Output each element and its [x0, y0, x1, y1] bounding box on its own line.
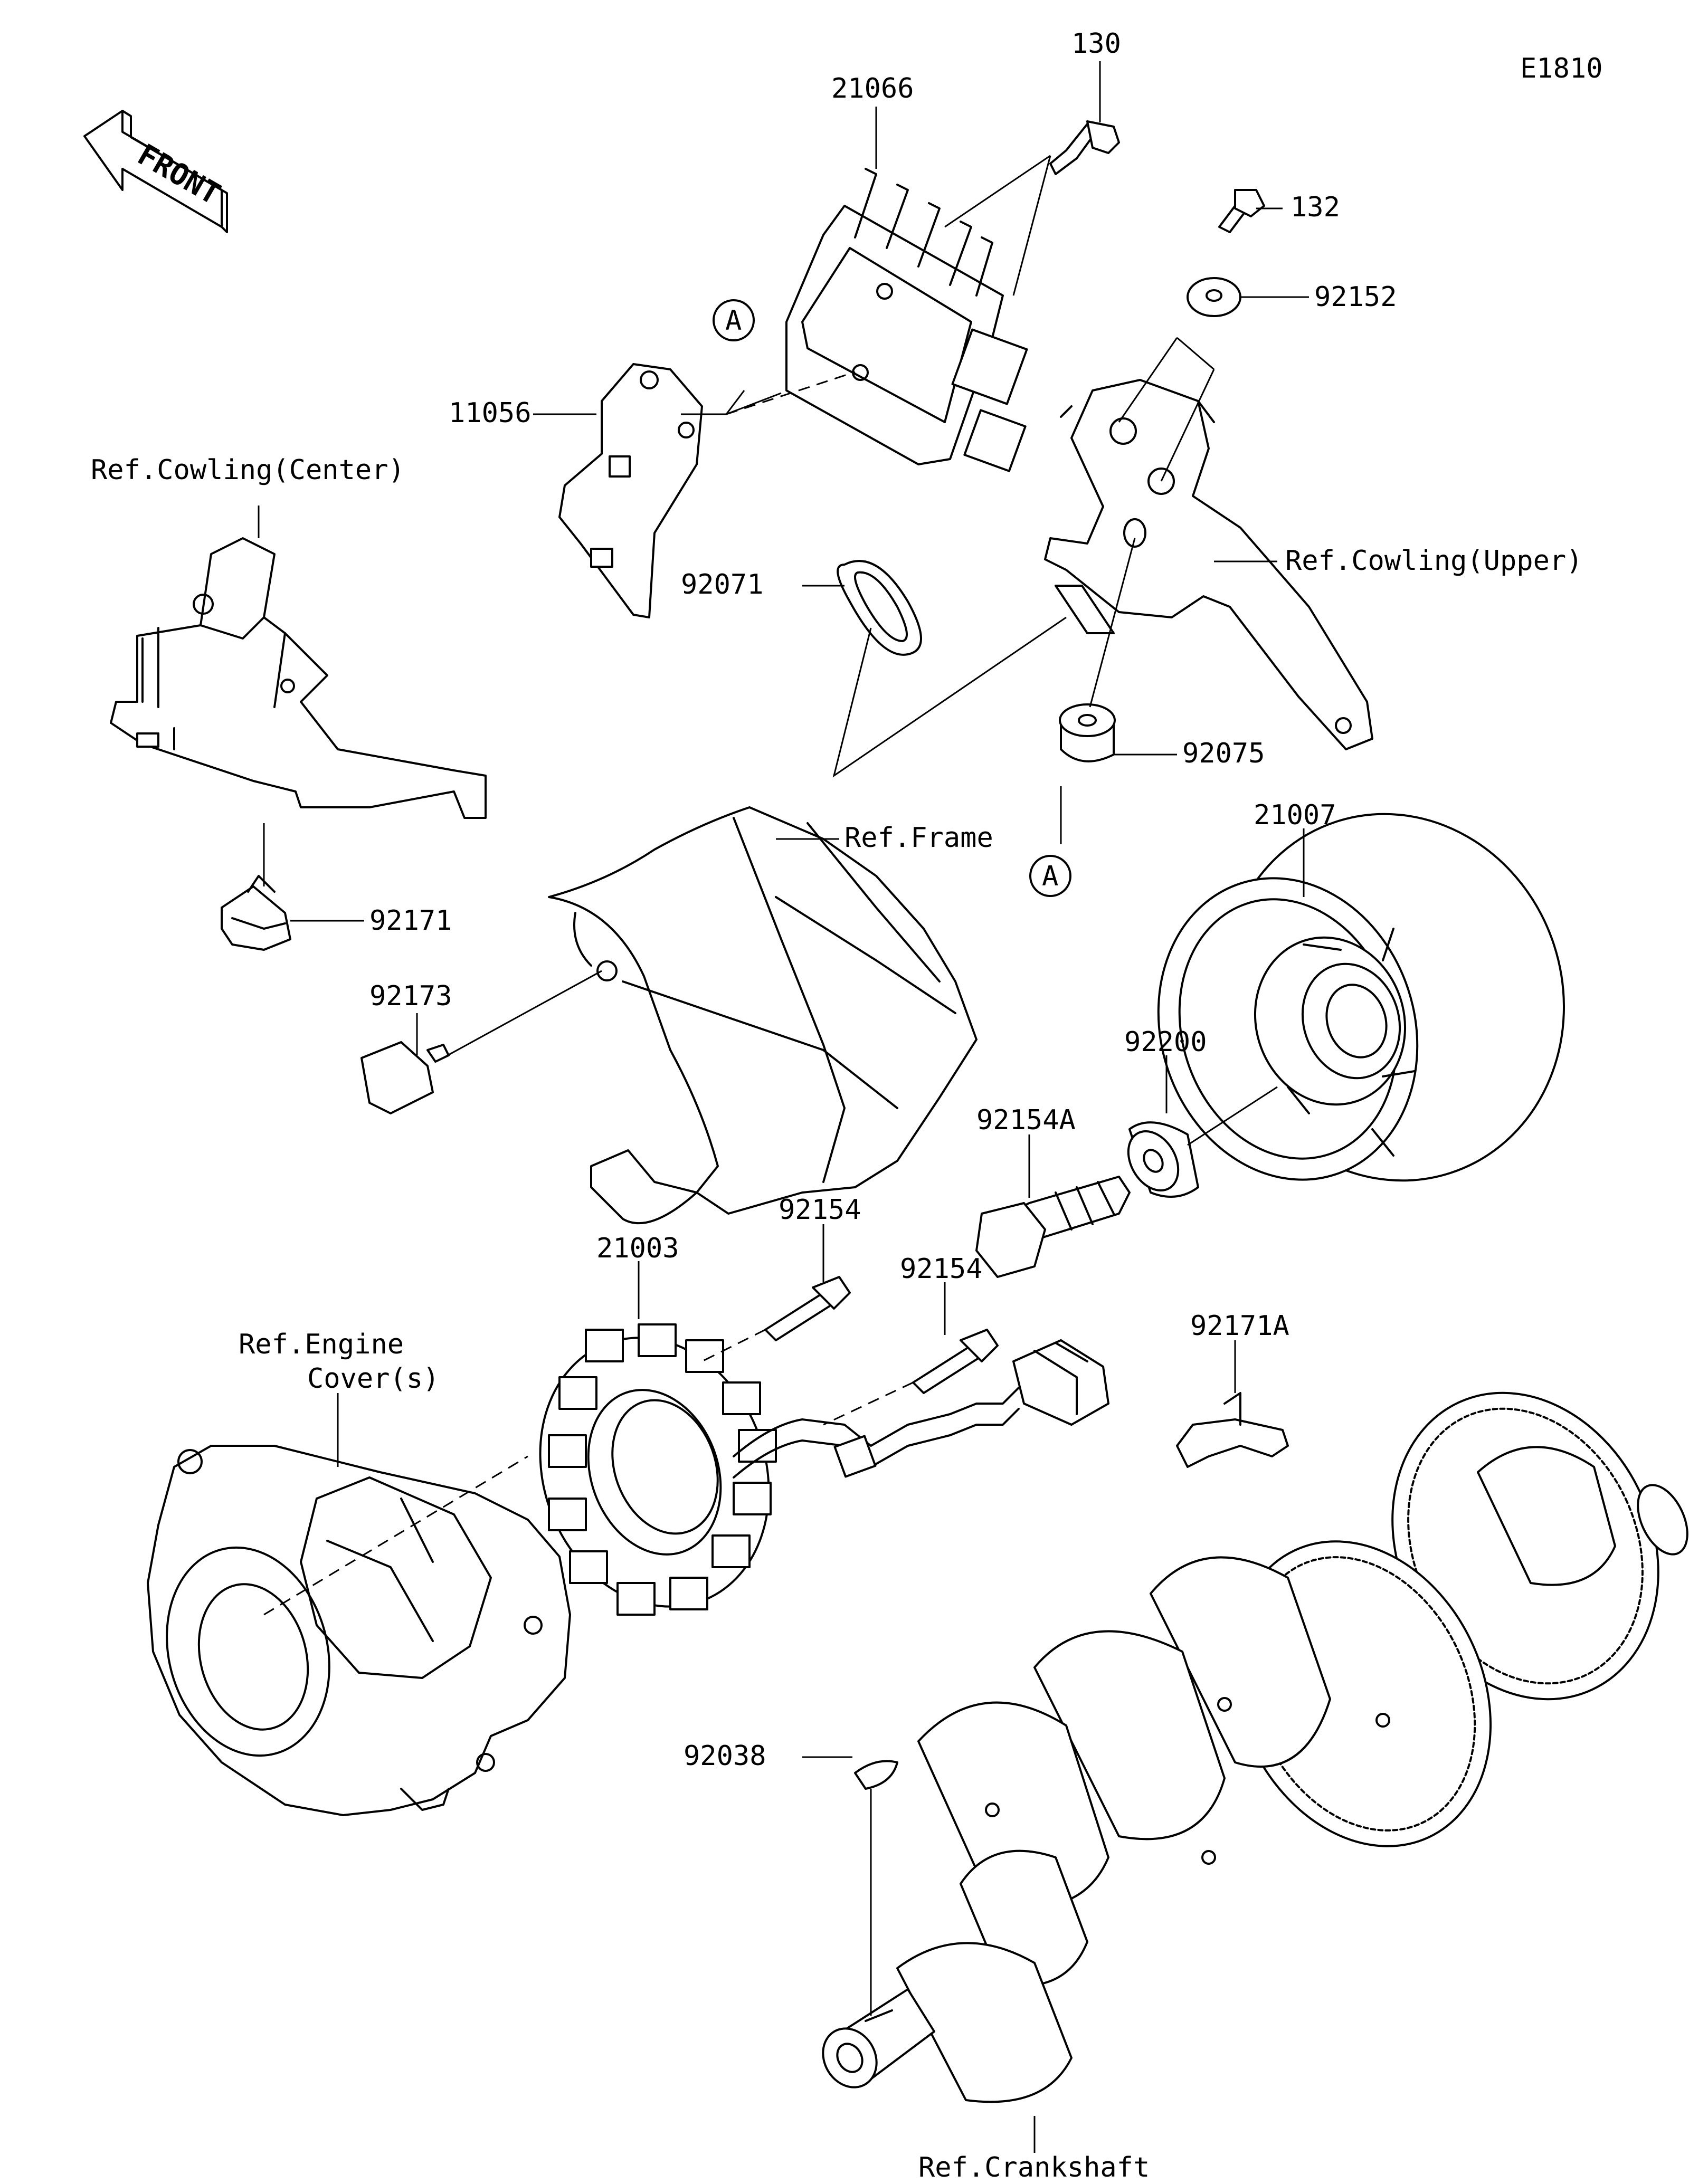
label-92152: 92152 [1314, 281, 1397, 313]
label-92038: 92038 [684, 1740, 766, 1772]
label-11056: 11056 [449, 397, 532, 429]
label-ref-crankshaft: Ref.Crankshaft [918, 2152, 1150, 2181]
label-130: 130 [1071, 28, 1121, 60]
bolt-132 [1218, 189, 1265, 233]
engine-cover-reference [147, 1445, 571, 1816]
label-92173: 92173 [369, 980, 452, 1012]
label-21007: 21007 [1254, 799, 1336, 831]
stator-21003 [539, 1323, 1109, 1616]
bracket-11056 [558, 363, 703, 618]
regulator-rectifier-21066 [785, 168, 1028, 472]
label-92171: 92171 [369, 905, 452, 937]
bolt-130 [1049, 120, 1120, 175]
front-arrow-icon: FRONT [83, 110, 228, 233]
svg-text:A: A [725, 305, 742, 337]
label-ref-engine-line1: Ref.Engine [239, 1329, 404, 1360]
sensor-92173 [360, 1041, 450, 1114]
label-92154-1: 92154 [779, 1194, 861, 1226]
label-21003: 21003 [596, 1233, 679, 1264]
key-92038 [854, 1760, 898, 1790]
label-ref-engine-line2: Cover(s) [307, 1363, 439, 1395]
rotor-21007 [1157, 813, 1565, 1182]
bolt-92154-2 [912, 1329, 999, 1394]
callout-a-top: A [713, 299, 755, 341]
label-ref-cowling-center: Ref.Cowling(Center) [91, 454, 405, 486]
grommet-92071 [837, 560, 922, 656]
label-92075: 92075 [1182, 738, 1265, 769]
clip-92171A [1176, 1392, 1289, 1468]
crankshaft-reference [822, 1391, 1688, 2103]
collar-92200 [1127, 1121, 1199, 1198]
label-21066: 21066 [831, 73, 914, 104]
grommet-92075 [1059, 703, 1116, 762]
label-92154-2: 92154 [900, 1253, 983, 1285]
label-92154A: 92154A [976, 1104, 1076, 1136]
leader-lines [258, 61, 1309, 2153]
label-ref-cowling-upper: Ref.Cowling(Upper) [1285, 545, 1583, 577]
label-132: 132 [1291, 192, 1340, 223]
bolt-92154A [975, 1176, 1131, 1278]
cowling-upper-bracket [1044, 379, 1373, 750]
label-92171A: 92171A [1190, 1310, 1289, 1342]
label-ref-frame: Ref.Frame [844, 822, 993, 854]
bolt-92154-1 [764, 1276, 851, 1341]
cowling-center-bracket [110, 537, 487, 819]
label-92200: 92200 [1124, 1026, 1207, 1058]
washer-92152 [1187, 277, 1241, 317]
clip-92171 [221, 875, 291, 951]
diagram-id-label: E1810 [1520, 53, 1603, 84]
svg-text:A: A [1042, 861, 1058, 892]
label-92071: 92071 [681, 569, 764, 600]
callout-a-bottom: A [1029, 855, 1071, 897]
frame-reference [548, 806, 978, 1225]
